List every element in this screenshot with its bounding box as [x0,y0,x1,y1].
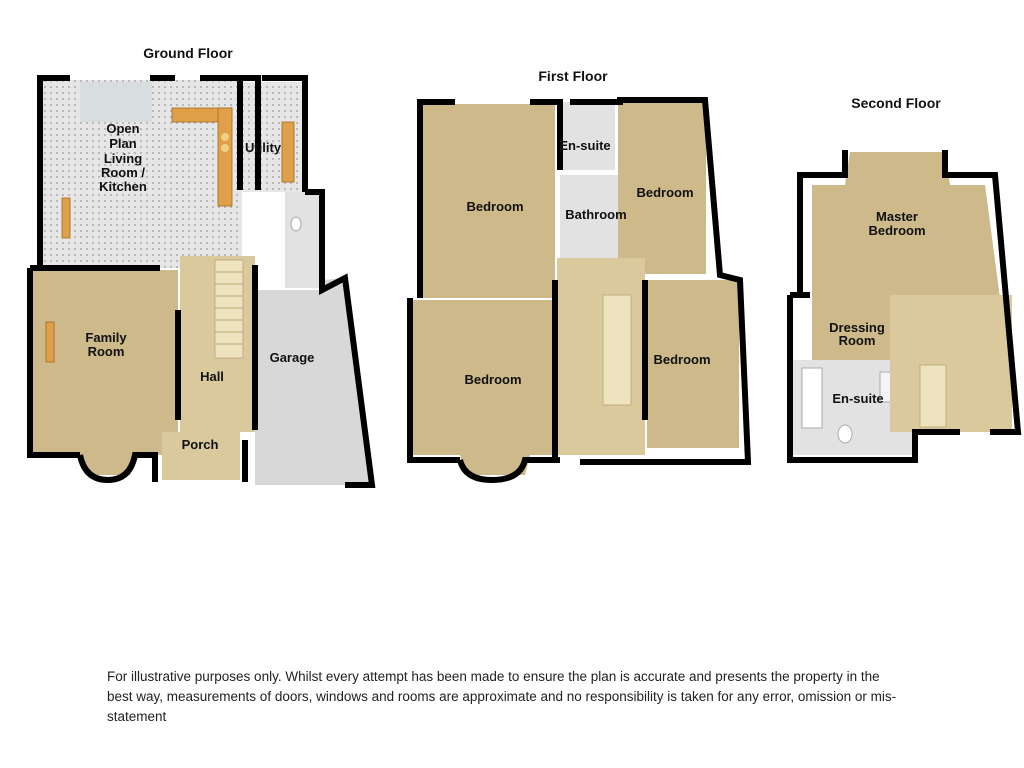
svg-text:Bedroom: Bedroom [653,352,710,367]
svg-text:Bedroom: Bedroom [868,223,925,238]
fireplace [61,197,71,239]
svg-text:Kitchen: Kitchen [99,179,147,194]
svg-text:Utility: Utility [245,140,282,155]
floor-title: Ground Floor [143,45,233,61]
bedroom [412,300,555,475]
porch [162,432,240,480]
bedroom [618,102,706,274]
staircase [602,294,632,406]
ground-floor: Ground Floor [27,45,376,488]
svg-text:Open: Open [106,121,139,136]
master-bedroom [812,152,1000,298]
svg-text:Hall: Hall [200,369,224,384]
disclaimer-text: For illustrative purposes only. Whilst e… [107,669,897,724]
utility-counter [281,121,295,183]
svg-text:Room /: Room / [101,165,145,180]
floor-title: First Floor [538,68,608,84]
second-floor: Second Floor Master Bedroom Dressing Roo… [787,95,1022,463]
wc [285,192,323,288]
first-floor: First Floor En-suite Bedroom Bathroom Be… [407,68,752,484]
second-floor-labels: Master Bedroom Dressing Room En-suite [829,209,925,406]
en-suite [560,102,615,170]
svg-text:Room: Room [88,344,125,359]
fireplace [45,321,55,363]
bedroom [647,280,739,448]
floor-title: Second Floor [851,95,941,111]
family-room [32,270,178,475]
landing [890,295,1012,432]
svg-text:Family: Family [85,330,127,345]
toilet [837,424,853,444]
svg-text:Dressing: Dressing [829,320,885,335]
staircase [214,259,244,359]
svg-text:En-suite: En-suite [832,391,883,406]
utility-room [243,82,305,192]
svg-text:Bathroom: Bathroom [565,207,626,222]
svg-text:Bedroom: Bedroom [464,372,521,387]
kitchen-counter [217,107,233,207]
svg-text:Porch: Porch [182,437,219,452]
svg-text:Room: Room [839,333,876,348]
svg-text:Bedroom: Bedroom [466,199,523,214]
bath [801,367,823,429]
first-floor-labels: En-suite Bedroom Bathroom Bedroom Bedroo… [464,138,710,387]
garage [255,278,372,485]
svg-text:Living: Living [104,151,142,166]
svg-text:Garage: Garage [270,350,315,365]
svg-text:En-suite: En-suite [559,138,610,153]
patio-doors [80,82,152,122]
dressing-room [812,292,892,360]
staircase [919,364,947,428]
landing [557,258,645,455]
ground-floor-labels: Open Plan Living Room / Kitchen Utility … [85,121,314,452]
svg-text:Master: Master [876,209,918,224]
svg-text:Plan: Plan [109,136,137,151]
bedroom [422,104,555,298]
svg-text:Bedroom: Bedroom [636,185,693,200]
